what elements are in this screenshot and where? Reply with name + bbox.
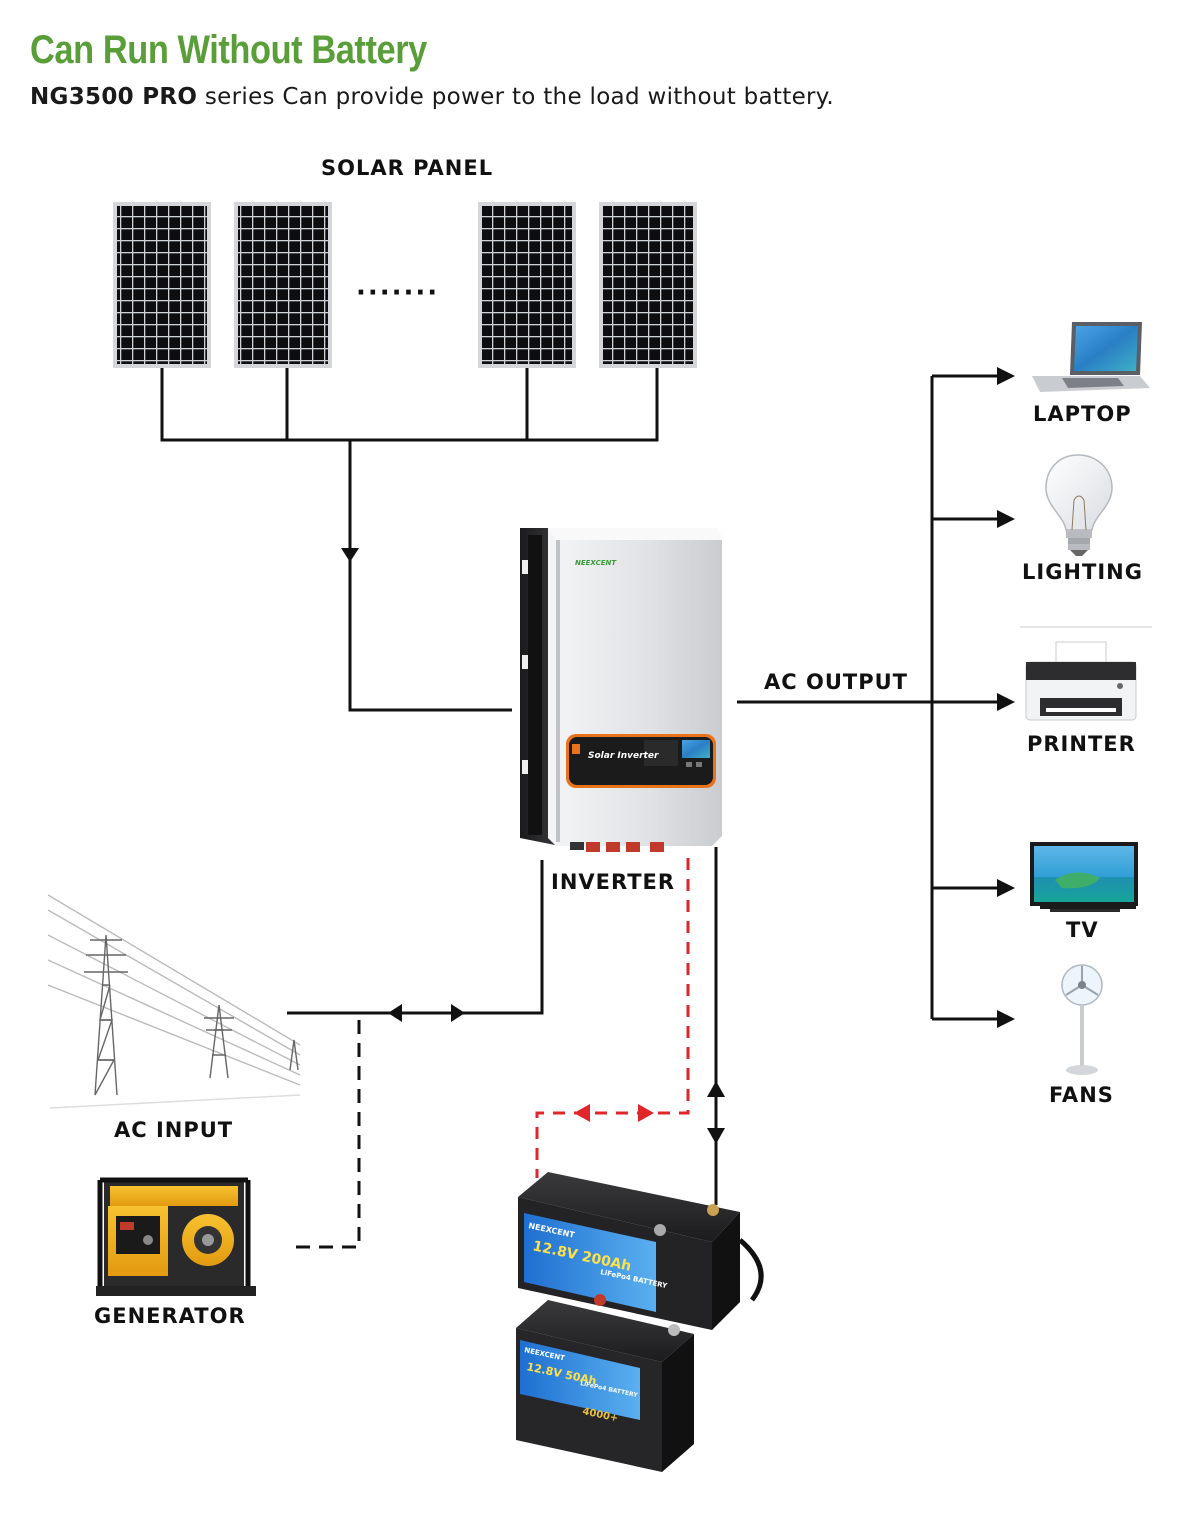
solar-wiring	[160, 368, 659, 712]
generator-dashed-line	[287, 1020, 361, 1249]
ac-input-wiring	[287, 860, 544, 1015]
solar-panel-label: SOLAR PANEL	[321, 156, 494, 180]
ellipsis-label: ·······	[356, 278, 440, 308]
solar-panel-icon	[599, 202, 697, 368]
arrow-right-icon	[997, 1010, 1015, 1028]
page-title: Can Run Without Battery	[30, 28, 427, 72]
arrow-down-icon	[707, 1128, 725, 1144]
load-label-fans: FANS	[1049, 1083, 1114, 1107]
solar-panel-array	[113, 202, 697, 368]
arrow-right-icon	[997, 693, 1015, 711]
load-label-tv: TV	[1066, 918, 1099, 942]
load-label-printer: PRINTER	[1027, 732, 1136, 756]
solar-panel-icon	[234, 202, 332, 368]
arrow-right-icon	[997, 510, 1015, 528]
battery-50ah-icon: NEEXCENT 12.8V 50Ah LiFePo4 BATTERY 4000…	[516, 1294, 694, 1472]
arrow-right-icon	[997, 879, 1015, 897]
solar-panel-icon	[478, 202, 576, 368]
ac-output-label: AC OUTPUT	[764, 670, 908, 694]
inverter-brand: NEEXCENT	[575, 559, 617, 567]
model-name: NG3500 PRO	[30, 84, 198, 110]
ac-output-wiring	[737, 374, 1003, 1021]
arrow-right-icon	[997, 367, 1015, 385]
inverter-device: NEEXCENT Solar Inverter	[520, 528, 722, 852]
page-subtitle: NG3500 PRO series Can provide power to t…	[30, 84, 834, 110]
power-tower-icon	[47, 894, 301, 1109]
generator-icon	[96, 1177, 256, 1296]
light-bulb-icon	[1045, 454, 1113, 556]
arrow-left-icon	[574, 1104, 590, 1122]
arrow-left-icon	[388, 1004, 402, 1022]
battery-200ah-icon: NEEXCENT 12.8V 200Ah LiFePo4 BATTERY	[518, 1172, 764, 1330]
tv-icon	[1030, 842, 1138, 912]
inverter-panel-text: Solar Inverter	[588, 751, 659, 761]
laptop-icon	[1032, 322, 1150, 392]
battery-dashed-red-line	[535, 858, 690, 1178]
load-label-lighting: LIGHTING	[1022, 560, 1143, 584]
arrow-down-icon	[341, 548, 359, 562]
subtitle-text: series Can provide power to the load wit…	[197, 84, 835, 110]
fan-icon	[1061, 964, 1103, 1075]
solar-panel-icon	[113, 202, 211, 368]
arrow-right-icon	[451, 1004, 465, 1022]
arrow-right-icon	[638, 1104, 654, 1122]
generator-label: GENERATOR	[94, 1304, 246, 1328]
printer-icon	[1020, 626, 1152, 721]
inverter-label: INVERTER	[551, 870, 676, 894]
load-label-laptop: LAPTOP	[1033, 402, 1132, 426]
arrow-up-icon	[707, 1081, 725, 1097]
ac-input-label: AC INPUT	[114, 1118, 234, 1142]
